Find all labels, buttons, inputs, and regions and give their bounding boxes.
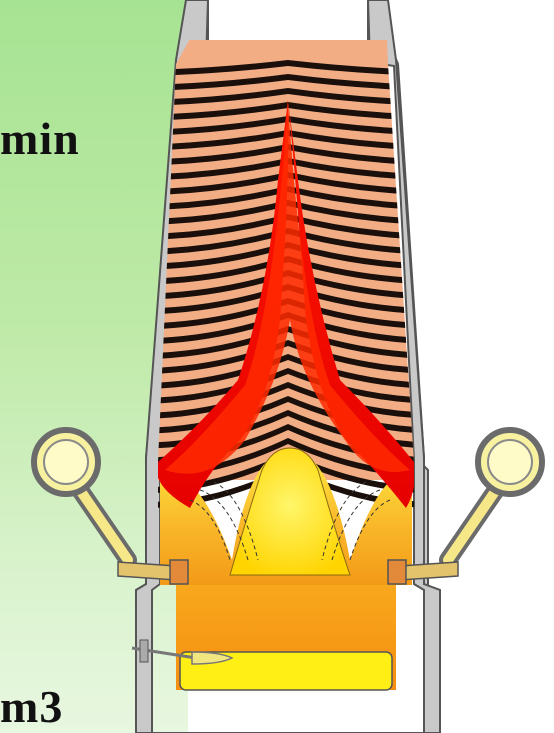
blast-furnace-diagram — [0, 0, 554, 733]
